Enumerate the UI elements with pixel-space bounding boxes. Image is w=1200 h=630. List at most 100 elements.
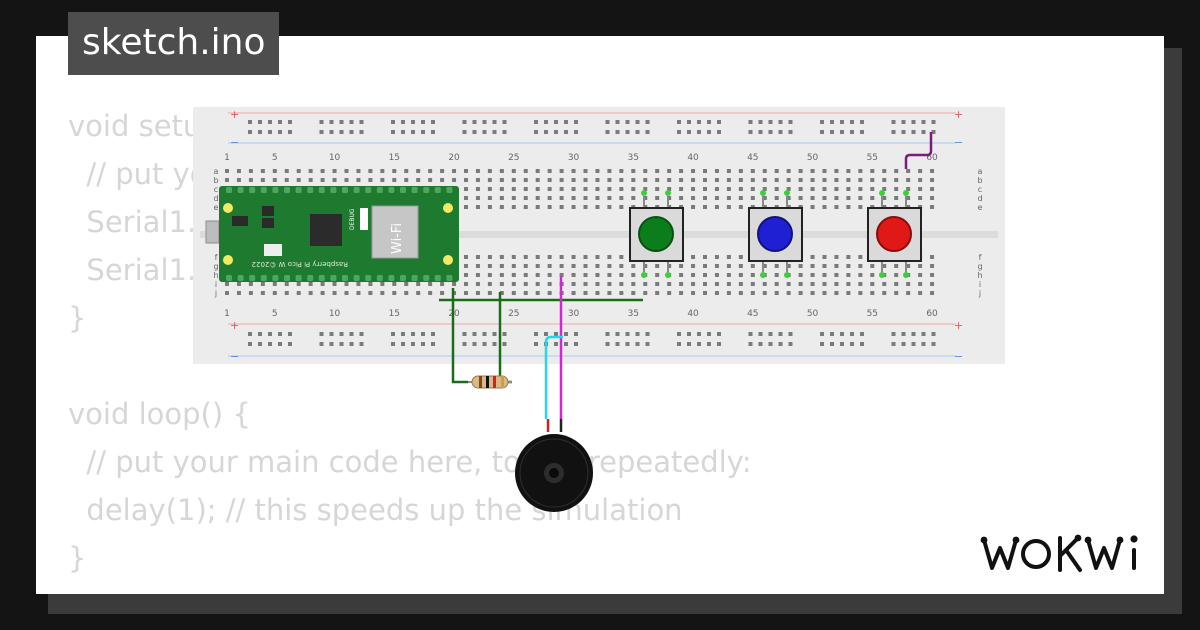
breadboard-hole: [930, 205, 935, 209]
breadboard-hole: [870, 291, 875, 295]
wire-ground[interactable]: [451, 288, 468, 384]
breadboard-hole: [822, 169, 827, 173]
row-letter: c: [214, 185, 218, 194]
breadboard-hole: [284, 178, 289, 182]
rail-hole: [758, 342, 763, 346]
breadboard-hole: [894, 264, 899, 268]
breadboard-hole: [774, 282, 779, 286]
breadboard-hole: [499, 178, 504, 182]
button-leg: [786, 260, 788, 272]
rail-hole: [278, 130, 282, 134]
column-number: 45: [747, 309, 758, 319]
rail-hole: [258, 342, 262, 346]
rail-hole: [248, 342, 252, 346]
button-cap[interactable]: [757, 216, 793, 252]
breadboard-hole: [511, 255, 516, 259]
breadboard-hole: [798, 169, 803, 173]
breadboard-hole: [714, 273, 719, 277]
breadboard-hole: [691, 291, 696, 295]
rail-hole: [717, 130, 721, 134]
breadboard-hole: [667, 291, 672, 295]
resistor[interactable]: [468, 375, 512, 389]
breadboard-hole: [380, 178, 385, 182]
breadboard-hole: [750, 282, 755, 286]
breadboard-hole: [703, 178, 707, 182]
button-leg: [905, 260, 907, 272]
breadboard-hole: [714, 205, 719, 209]
breadboard-hole: [655, 178, 660, 182]
pico-pins: [226, 187, 453, 281]
breadboard-hole: [499, 291, 504, 295]
breadboard-hole: [547, 264, 552, 268]
breadboard-hole: [798, 264, 803, 268]
rail-hole: [359, 342, 364, 346]
breadboard-hole: [475, 255, 480, 259]
breadboard-hole: [619, 205, 624, 209]
rail-hole: [717, 332, 721, 336]
rail-hole: [901, 332, 906, 336]
rail-hole: [544, 130, 548, 134]
breadboard-hole: [607, 205, 612, 209]
breadboard-hole: [499, 187, 504, 191]
breadboard-hole: [475, 196, 480, 200]
breadboard-hole: [703, 205, 707, 209]
breadboard-hole: [416, 178, 421, 182]
breadboard-hole: [404, 178, 409, 182]
pico-pin: [226, 275, 232, 281]
breadboard-hole: [703, 187, 707, 191]
breadboard-hole: [523, 205, 528, 209]
breadboard-hole: [930, 264, 935, 268]
rail-hole: [411, 332, 415, 336]
rail-hole: [615, 120, 620, 124]
breadboard-hole: [464, 264, 468, 268]
rail-hole: [645, 332, 650, 336]
pushbutton-red[interactable]: [867, 190, 922, 278]
rail-hole: [850, 130, 854, 134]
code-line: void loop() {: [68, 397, 251, 431]
breadboard-hole: [475, 291, 480, 295]
pushbutton-green[interactable]: [629, 190, 684, 278]
breadboard-hole: [583, 169, 588, 173]
wire-cyan[interactable]: [544, 335, 563, 419]
piezo-buzzer[interactable]: [515, 419, 593, 512]
breadboard-hole: [786, 187, 791, 191]
usb-connector: [205, 220, 220, 244]
breadboard-hole: [906, 187, 911, 191]
button-cap[interactable]: [638, 216, 674, 252]
breadboard-hole: [930, 291, 935, 295]
breadboard-hole: [918, 291, 923, 295]
breadboard-hole: [308, 169, 313, 173]
breadboard-hole: [236, 178, 241, 182]
logo-letter: [1021, 539, 1051, 569]
button-cap[interactable]: [876, 216, 912, 252]
rail-hole: [278, 332, 282, 336]
breadboard-hole: [571, 169, 576, 173]
pico-w-board[interactable]: Wi-Fi DEBUG Raspberry Pi Pico W ©2022: [205, 186, 459, 282]
rail-hole: [931, 120, 936, 124]
rail-hole: [319, 130, 324, 134]
rail-hole: [911, 332, 916, 336]
breadboard-hole: [535, 282, 540, 286]
breadboard-hole: [882, 169, 887, 173]
rail-hole: [860, 332, 864, 336]
breadboard-hole: [248, 282, 253, 286]
breadboard-hole: [631, 273, 636, 277]
breadboard-hole: [858, 282, 863, 286]
breadboard-hole: [714, 282, 719, 286]
pushbutton-blue[interactable]: [748, 190, 803, 278]
wire-purple[interactable]: [904, 132, 933, 169]
rail-hole: [472, 120, 477, 124]
breadboard-hole: [786, 169, 791, 173]
breadboard-hole: [834, 255, 839, 259]
file-tab[interactable]: sketch.ino: [68, 12, 280, 75]
breadboard-hole: [619, 255, 624, 259]
breadboard-hole: [607, 282, 612, 286]
pico-pin: [434, 187, 441, 193]
breadboard-hole: [464, 169, 468, 173]
column-number: 25: [508, 309, 519, 319]
pico-pin: [446, 275, 453, 281]
rail-hole: [492, 120, 497, 124]
breadboard-hole: [440, 178, 445, 182]
breadboard-hole: [344, 291, 349, 295]
breadboard-hole: [535, 273, 540, 277]
